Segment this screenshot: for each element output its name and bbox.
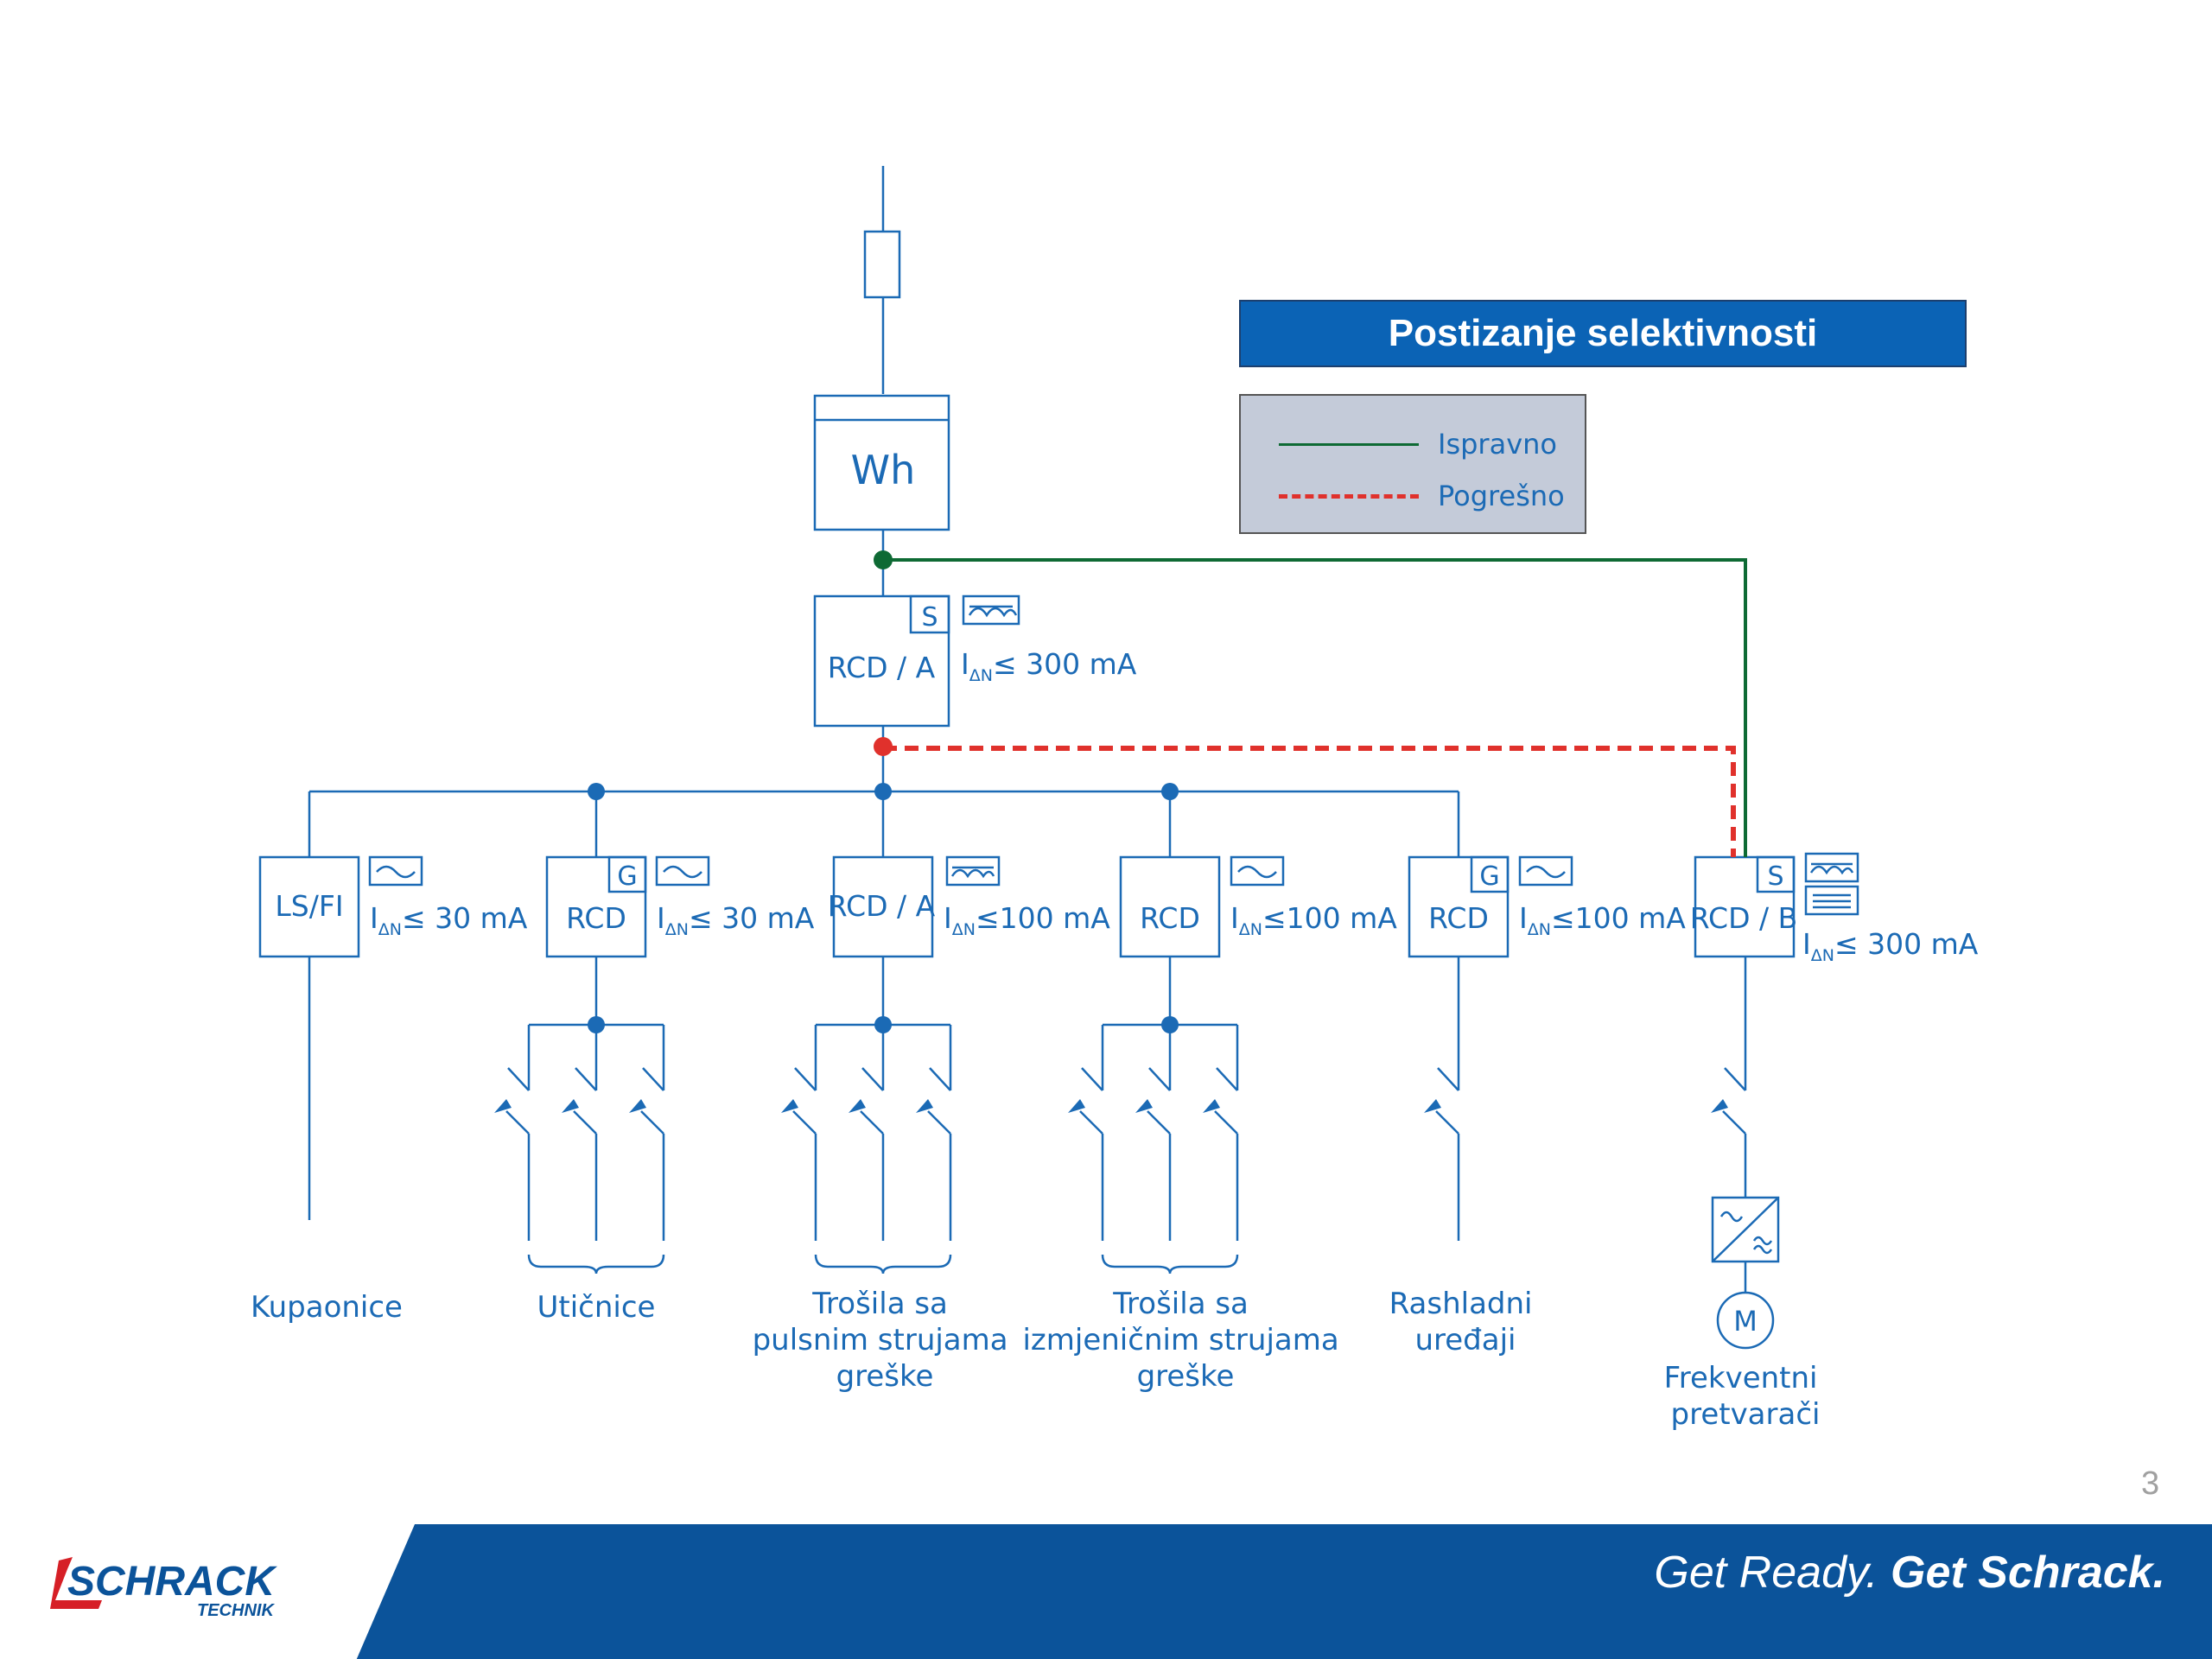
wrong-path-junction [874,737,893,756]
logo-subtitle: TECHNIK [197,1601,275,1620]
wrong-path-line [883,746,1736,857]
motor-label: M [1733,1305,1758,1338]
correct-path-line [883,558,1747,857]
branch-6-flag: S [1767,861,1783,892]
diagram-title: Postizanje selektivnosti [1239,300,1967,367]
legend: Ispravno Pogrešno [1239,394,1586,534]
selectivity-diagram: Wh S RCD / A IΔN≤ 300 mA LS/FI IΔN≤ 30 m… [251,166,1979,1432]
branch-box-1 [258,855,360,958]
pulse-type-icon-6 [1804,852,1859,883]
branch-5-flag: G [1479,861,1499,892]
ac-type-icon-5 [1518,855,1573,887]
branch-4-label: RCD [1140,901,1200,935]
fuse-symbol [863,230,901,299]
load-label-6: Frekventni pretvarači [1664,1361,1827,1432]
main-rcd-label: RCD / A [828,651,936,684]
correct-path-junction [874,550,893,569]
main-rcd-rating: IΔN≤ 300 mA [961,647,1137,685]
main-rcd-pulse-icon [962,594,1020,626]
brace-pulse-loads [814,1254,952,1274]
tagline-bold: Get Schrack. [1891,1548,2165,1598]
branch-3-rating: IΔN≤100 mA [944,901,1110,939]
dc-type-icon-6 [1804,885,1859,916]
ac-type-icon-4 [1230,855,1285,887]
load-label-2: Utičnice [537,1290,656,1325]
load-label-5: Rashladni uređaji [1389,1287,1542,1357]
pulse-type-icon-3 [945,855,1001,887]
motor-symbol [1716,1291,1775,1350]
branch-box-2 [545,855,647,958]
branch-3-label: RCD / A [828,889,936,923]
logo-wordmark: SCHRACK [67,1559,277,1605]
branch-6-rating: IΔN≤ 300 mA [1802,927,1979,965]
branch-5-label: RCD [1428,901,1489,935]
load-label-1: Kupaonice [251,1290,403,1325]
ac-type-icon-2 [655,855,710,887]
branch-2-flag: G [617,861,637,892]
meter-label: Wh [851,447,916,493]
branch-1-label: LS/FI [275,889,343,923]
branch-1-rating: IΔN≤ 30 mA [370,901,528,939]
brace-ac-loads [1101,1254,1239,1274]
branch-4-rating: IΔN≤100 mA [1230,901,1397,939]
load-label-4: Trošila sa izmjeničnim strujama greške [1022,1287,1348,1394]
meter-box [813,394,950,531]
main-rcd-flag: S [921,602,938,632]
ac-type-icon-1 [368,855,423,887]
schrack-logo: SCHRACK TECHNIK [50,1557,277,1620]
footer-tagline: Get Ready. Get Schrack. [1654,1547,2165,1599]
legend-correct-line [1279,443,1419,446]
legend-item-wrong: Pogrešno [1241,479,1585,513]
load-label-3: Trošila sa pulsnim strujama greške [753,1287,1018,1394]
branch-2-rating: IΔN≤ 30 mA [657,901,815,939]
tagline-light: Get Ready. [1654,1548,1878,1598]
branch-2-label: RCD [566,901,626,935]
page-number: 3 [2141,1465,2160,1502]
legend-wrong-line [1279,494,1419,499]
legend-item-correct: Ispravno [1241,427,1585,461]
footer-logo-area [0,1524,415,1659]
branch-5-rating: IΔN≤100 mA [1519,901,1686,939]
branch-6-label: RCD / B [1690,901,1797,935]
legend-wrong-label: Pogrešno [1438,480,1565,512]
legend-correct-label: Ispravno [1438,428,1557,461]
main-rcd-box [813,594,950,728]
brace-sockets [527,1254,665,1274]
